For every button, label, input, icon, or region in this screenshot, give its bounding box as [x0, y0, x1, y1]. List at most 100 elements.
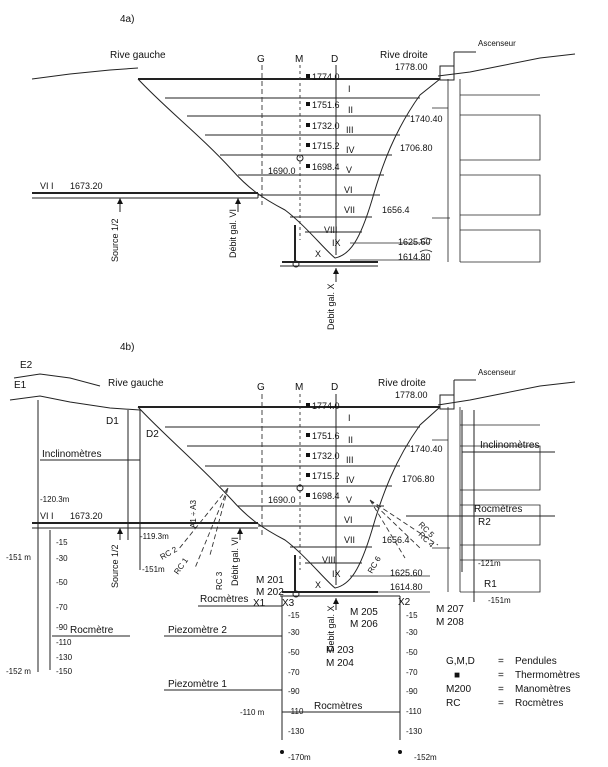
legend-desc-1: Pendules: [515, 656, 557, 667]
tick-left-130: -130: [56, 653, 73, 662]
fig-b-elevator-label: Ascenseur: [478, 368, 516, 377]
fig-b-r1: R1: [484, 579, 497, 590]
fig-a-col-G: G: [257, 54, 265, 65]
fig-b-el-1625: 1625.60: [390, 568, 423, 578]
fig-b-el-1690: 1690.0: [268, 495, 296, 505]
fig-a-col-M: M: [295, 54, 303, 65]
fig-b-left-bank: Rive gauche: [108, 378, 164, 389]
fig-b-d-121: -121m: [478, 559, 501, 568]
legend-sym-1: G,M,D: [446, 656, 475, 667]
fig-b-level-VII: VII: [344, 535, 355, 545]
fig-a-gallery-X: [282, 225, 378, 263]
fig-a-right-bank: Rive droite: [380, 50, 428, 61]
legend-desc-2: Thermomètres: [515, 670, 580, 681]
figure-4a: 4a) Rive gauche Rive droite Ascenseur: [31, 14, 576, 330]
fig-b-x2: X2: [398, 597, 411, 608]
tick-right-90: -90: [406, 687, 418, 696]
fig-a-terrain-left: [31, 67, 139, 80]
fig-b-el-1673: 1673.20: [70, 511, 103, 521]
legend-sym-4: RC: [446, 698, 460, 709]
fig-b-m207: M 207: [436, 604, 464, 615]
fig-b-incl-right: Inclinomètres: [480, 440, 539, 451]
fig-b-thermo-2: 1751.6: [312, 431, 340, 441]
fig-b-crest-el: 1778.00: [395, 390, 428, 400]
fig-a-gal-vi-label: VI I: [40, 181, 54, 191]
fig-b-elevator: [439, 394, 455, 410]
legend-sym-3: M200: [446, 684, 471, 695]
tick-center-130: -130: [288, 727, 305, 736]
legend-eq-4: =: [498, 698, 504, 709]
fig-b-el-1706: 1706.80: [402, 474, 435, 484]
tick-left-30: -30: [56, 554, 68, 563]
fig-b-d-120: -120.3m: [40, 495, 70, 504]
fig-a-level-I: I: [348, 84, 351, 94]
fig-b-rocm-bottom: Rocmètres: [314, 701, 362, 712]
fig-a-thermo-5: 1698.4: [312, 162, 340, 172]
fig-b-rocm-right: Rocmètres: [474, 504, 522, 515]
fig-b-rc6: RC 6: [366, 554, 383, 575]
fig-a-thermo-4: 1715.2: [312, 141, 340, 151]
fig-b-level-II: II: [348, 435, 353, 445]
fig-a-left-bank: Rive gauche: [110, 50, 166, 61]
fig-b-thermo-5: 1698.4: [312, 491, 340, 501]
legend-desc-4: Rocmètres: [515, 698, 563, 709]
legend: G,M,D = Pendules ■ = Thermomètres M200 =…: [446, 656, 580, 709]
fig-b-m204: M 204: [326, 658, 354, 669]
fig-b-piezo2: Piezomètre 2: [168, 625, 227, 636]
fig-b-thermo-4: 1715.2: [312, 471, 340, 481]
tick-left-150: -150: [56, 667, 73, 676]
tick-right-70: -70: [406, 668, 418, 677]
tick-center-90: -90: [288, 687, 300, 696]
fig-b-d-152a: -152 m: [6, 667, 31, 676]
fig-a-el-1740: 1740.40: [410, 114, 443, 124]
fig-b-level-VIII: VIII: [322, 555, 336, 565]
fig-b-a1a3: A1 ÷ A3: [189, 499, 198, 528]
fig-a-debit-x: Debit gal. X: [326, 283, 336, 330]
tick-right-15: -15: [406, 611, 418, 620]
fig-b-piezo1: Piezomètre 1: [168, 679, 227, 690]
fig-b-level-III: III: [346, 455, 354, 465]
tick-left-70: -70: [56, 603, 68, 612]
fig-a-level-VI: VI: [344, 185, 353, 195]
figure-4b: 4b) Rive gauche Rive droite Ascenseur E2…: [6, 342, 576, 762]
fig-b-debit-x: Debit gal. X: [326, 605, 336, 652]
fig-a-elevator: [439, 65, 455, 81]
fig-b-thermo-1: 1774.0: [312, 401, 340, 411]
fig-b-right-bank: Rive droite: [378, 378, 426, 389]
tick-right-50: -50: [406, 648, 418, 657]
fig-b-label: 4b): [120, 342, 134, 353]
fig-b-e1: E1: [14, 380, 27, 391]
fig-a-el-1690: 1690.0: [268, 166, 296, 176]
fig-a-col-D: D: [331, 54, 338, 65]
fig-b-foundation: [137, 406, 441, 589]
tick-left-50: -50: [56, 578, 68, 587]
fig-a-el-1673: 1673.20: [70, 181, 103, 191]
tick-right-30: -30: [406, 628, 418, 637]
fig-a-right-galleries: [447, 79, 541, 263]
fig-a-thermo-1: 1774.0: [312, 72, 340, 82]
fig-b-m205: M 205: [350, 607, 378, 618]
fig-b-d-151c: -151m: [488, 596, 511, 605]
tick-center-15: -15: [288, 611, 300, 620]
fig-a-elevator-label: Ascenseur: [478, 39, 516, 48]
legend-eq-2: =: [498, 670, 504, 681]
fig-b-d-151a: -151 m: [6, 553, 31, 562]
fig-b-d-152b: -152m: [414, 753, 437, 762]
fig-a-terrain-right: [437, 53, 576, 77]
fig-b-rc3: RC 3: [215, 571, 224, 590]
fig-a-level-III: III: [346, 125, 354, 135]
fig-b-d2: D2: [146, 429, 159, 440]
fig-a-foundation: [137, 78, 441, 259]
fig-b-rc2: RC 2: [159, 545, 180, 562]
fig-b-m202: M 202: [256, 587, 284, 598]
fig-b-d-170: -170m: [288, 753, 311, 762]
fig-a-level-IX: IX: [332, 238, 341, 248]
fig-b-x1: X1: [253, 598, 266, 609]
fig-b-el-1614: 1614.80: [390, 582, 423, 592]
legend-desc-3: Manomètres: [515, 684, 571, 695]
fig-a-el-1706: 1706.80: [400, 143, 433, 153]
fig-b-level-IX: IX: [332, 569, 341, 579]
fig-a-level-VIII: VIII: [324, 225, 338, 235]
fig-b-m208: M 208: [436, 617, 464, 628]
fig-a-source: Source 1/2: [110, 218, 120, 262]
